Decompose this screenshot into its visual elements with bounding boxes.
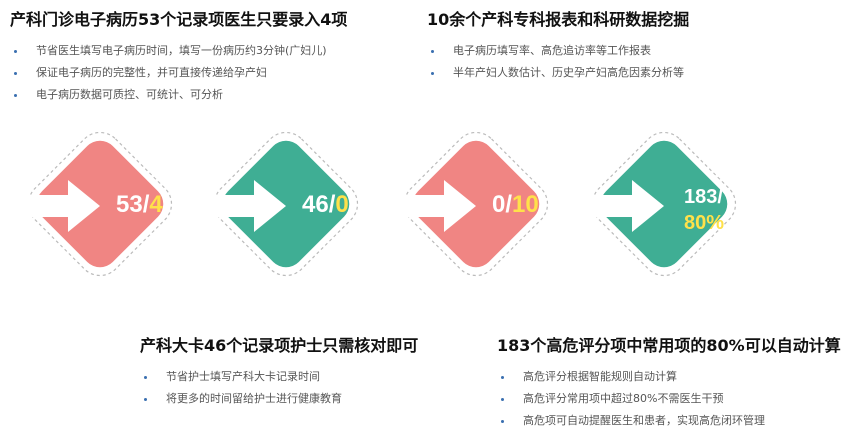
block-reports: 10余个产科专科报表和科研数据挖掘 电子病历填写率、高危追访率等工作报表 半年产… (427, 6, 689, 84)
bullet-dot-icon (431, 72, 434, 75)
diamond-reports: 0/10 (376, 104, 576, 304)
list-item: 电子病历填写率、高危追访率等工作报表 (427, 40, 689, 62)
bullet-dot-icon (14, 72, 17, 75)
diamond-risk-score: 183/ 80% (564, 104, 764, 304)
heading-outpatient-record: 产科门诊电子病历53个记录项医生只要录入4项 (10, 10, 348, 29)
diamond-value: 46/0 (302, 191, 349, 218)
diamond-value: 0/10 (492, 191, 539, 218)
bullet-dot-icon (501, 420, 504, 423)
block-risk-score: 183个高危评分项中常用项的80%可以自动计算 高危评分根据智能规则自动计算 高… (497, 332, 841, 432)
bullet-dot-icon (144, 376, 147, 379)
arrow-right-icon (212, 180, 286, 232)
diamond-shape-green (212, 131, 359, 277)
diamond-shape-green (590, 131, 737, 277)
diamond-value: 53/4 (116, 191, 163, 218)
list-item: 节省医生填写电子病历时间，填写一份病历约3分钟(广妇儿) (10, 40, 347, 62)
bullet-dot-icon (144, 398, 147, 401)
diamond-outpatient: 53/4 (0, 104, 200, 304)
arrow-right-icon (590, 180, 664, 232)
list-item: 保证电子病历的完整性，并可直接传递给孕产妇 (10, 62, 347, 84)
heading-reports: 10余个产科专科报表和科研数据挖掘 (427, 10, 690, 29)
diamond-shape-pink (402, 131, 549, 277)
bullet-dot-icon (14, 50, 17, 53)
diamond-nurse-card: 46/0 (186, 104, 386, 304)
list-item: 电子病历数据可质控、可统计、可分析 (10, 84, 347, 106)
heading-nurse-card: 产科大卡46个记录项护士只需核对即可 (140, 336, 419, 355)
list-item: 节省护士填写产科大卡记录时间 (140, 366, 418, 388)
bullet-dot-icon (501, 398, 504, 401)
diamond-value: 183/ 80% (684, 186, 725, 234)
list-item: 高危评分根据智能规则自动计算 (497, 366, 841, 388)
block-nurse-card: 产科大卡46个记录项护士只需核对即可 节省护士填写产科大卡记录时间 将更多的时间… (140, 332, 418, 410)
heading-risk-score: 183个高危评分项中常用项的80%可以自动计算 (497, 336, 841, 355)
diamond-shape-pink (26, 131, 173, 277)
bullet-dot-icon (431, 50, 434, 53)
arrow-right-icon (402, 180, 476, 232)
list-item: 将更多的时间留给护士进行健康教育 (140, 388, 418, 410)
list-item: 高危评分常用项中超过80%不需医生干预 (497, 388, 841, 410)
arrow-right-icon (26, 180, 100, 232)
list-item: 高危项可自动提醒医生和患者，实现高危闭环管理 (497, 410, 841, 432)
list-item: 半年产妇人数估计、历史孕产妇高危因素分析等 (427, 62, 689, 84)
block-outpatient-record: 产科门诊电子病历53个记录项医生只要录入4项 节省医生填写电子病历时间，填写一份… (10, 6, 347, 106)
bullet-dot-icon (501, 376, 504, 379)
bullet-dot-icon (14, 94, 17, 97)
